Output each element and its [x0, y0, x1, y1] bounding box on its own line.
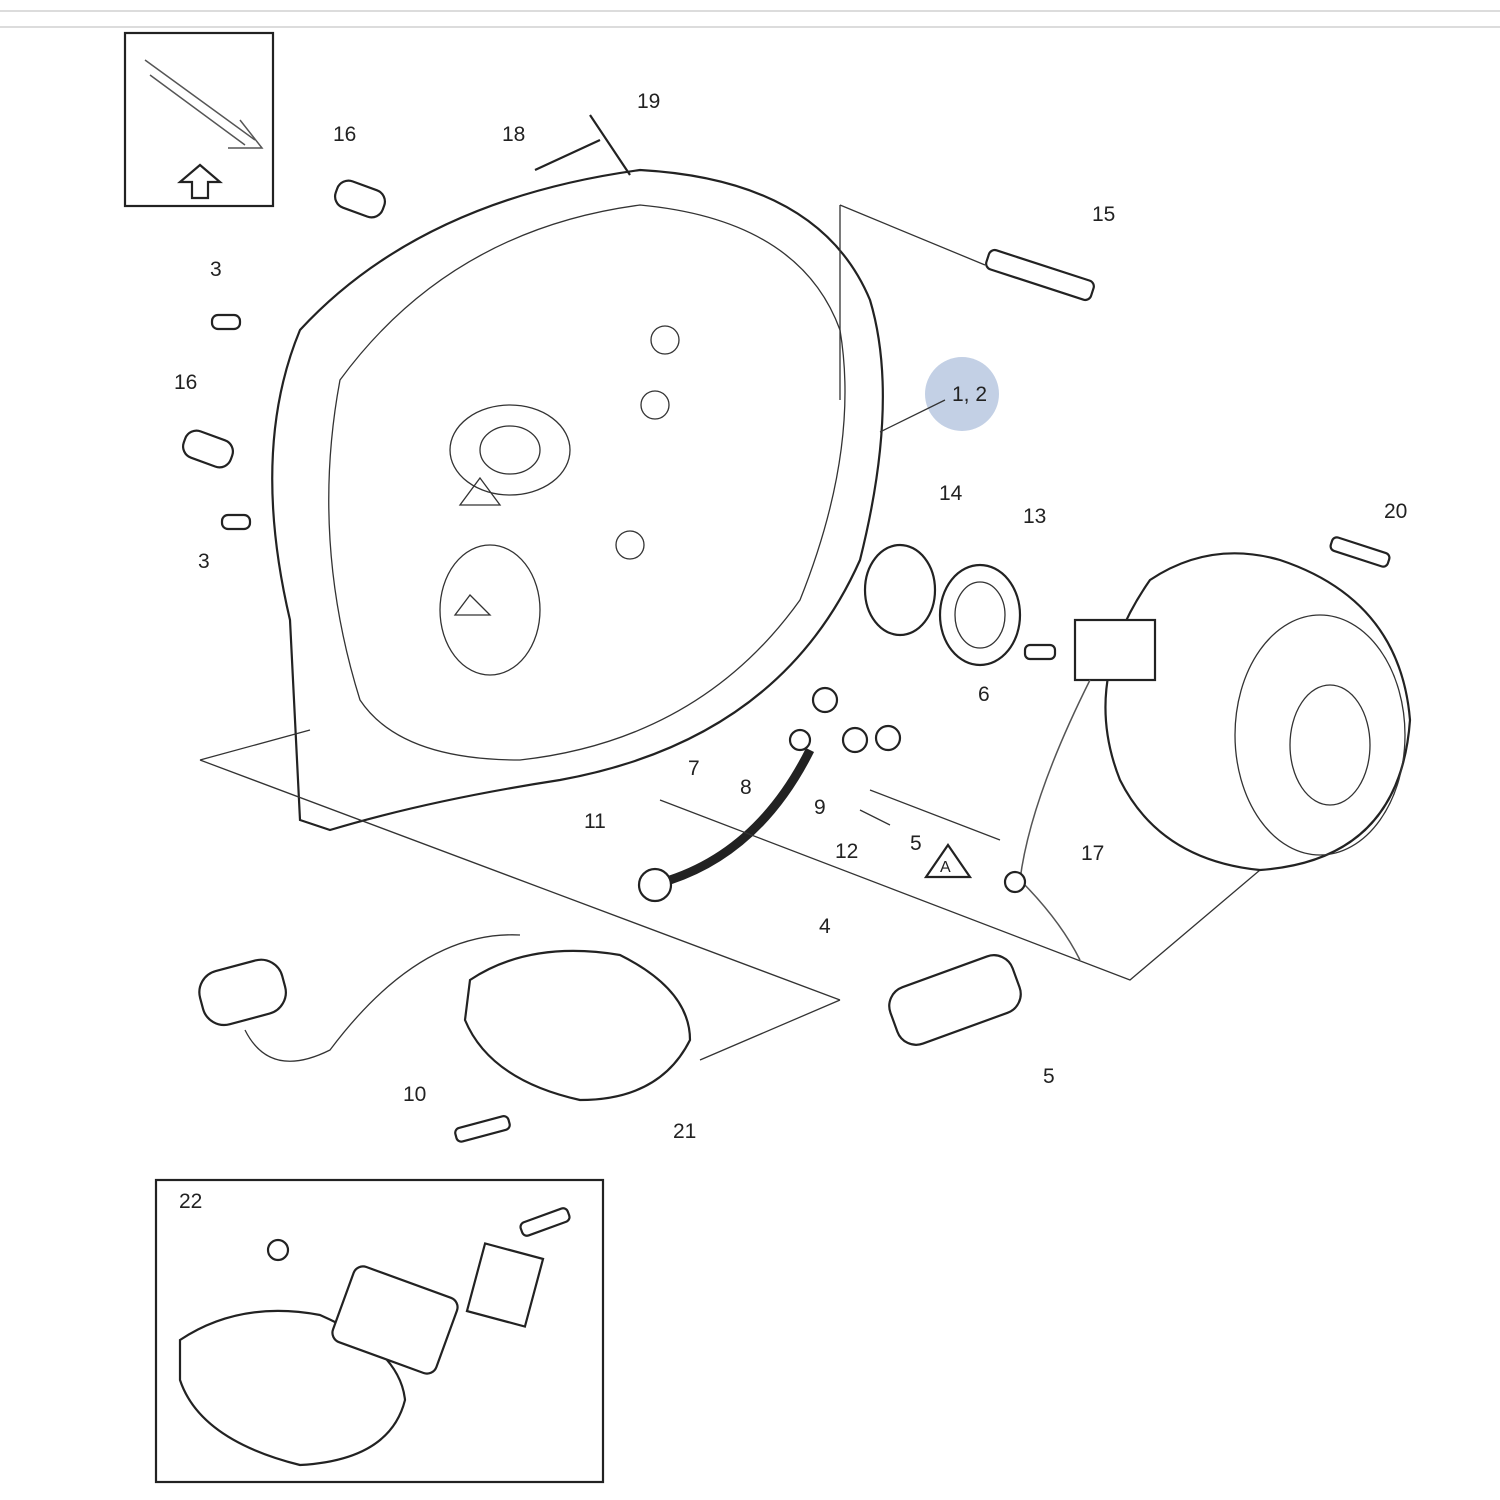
actuator	[198, 934, 692, 1143]
callout-16[interactable]: 16	[333, 123, 356, 146]
callout-11[interactable]: 11	[584, 810, 606, 833]
callout-1-2[interactable]: 1, 2	[952, 383, 987, 406]
callout-8[interactable]: 8	[740, 776, 752, 799]
warning-triangle-icon	[923, 843, 973, 879]
top-divider	[0, 10, 1500, 12]
callout-17[interactable]: 17	[1081, 842, 1104, 865]
callout-14[interactable]: 14	[939, 482, 963, 505]
callout-4[interactable]: 4	[819, 915, 831, 938]
small-parts	[181, 114, 1391, 981]
callout-3[interactable]: 3	[210, 258, 222, 281]
callout-15[interactable]: 15	[1092, 203, 1115, 226]
callout-12[interactable]: 12	[835, 840, 858, 863]
warning-label-a: A	[940, 859, 951, 876]
callout-6[interactable]: 6	[978, 683, 990, 706]
callout-22[interactable]: 22	[179, 1190, 202, 1213]
orientation-box	[123, 31, 275, 208]
callout-21[interactable]: 21	[673, 1120, 696, 1143]
top-divider-2	[0, 26, 1500, 28]
callout-5[interactable]: 5	[1043, 1065, 1055, 1088]
callout-7[interactable]: 7	[688, 757, 700, 780]
callout-13[interactable]: 13	[1023, 505, 1046, 528]
callout-19[interactable]: 19	[637, 90, 660, 113]
arrow-up-icon	[177, 163, 223, 200]
callout-10[interactable]: 10	[403, 1083, 426, 1106]
callout-3[interactable]: 3	[198, 550, 210, 573]
callout-18[interactable]: 18	[502, 123, 525, 146]
hotspot-highlight[interactable]	[925, 357, 999, 431]
inset-22	[154, 1178, 605, 1484]
clutch-housing	[199, 168, 986, 1061]
callout-16[interactable]: 16	[174, 371, 197, 394]
callout-5[interactable]: 5	[910, 832, 922, 855]
slave-cylinder	[888, 552, 1412, 1046]
callout-9[interactable]: 9	[814, 796, 826, 819]
callout-20[interactable]: 20	[1384, 500, 1407, 523]
